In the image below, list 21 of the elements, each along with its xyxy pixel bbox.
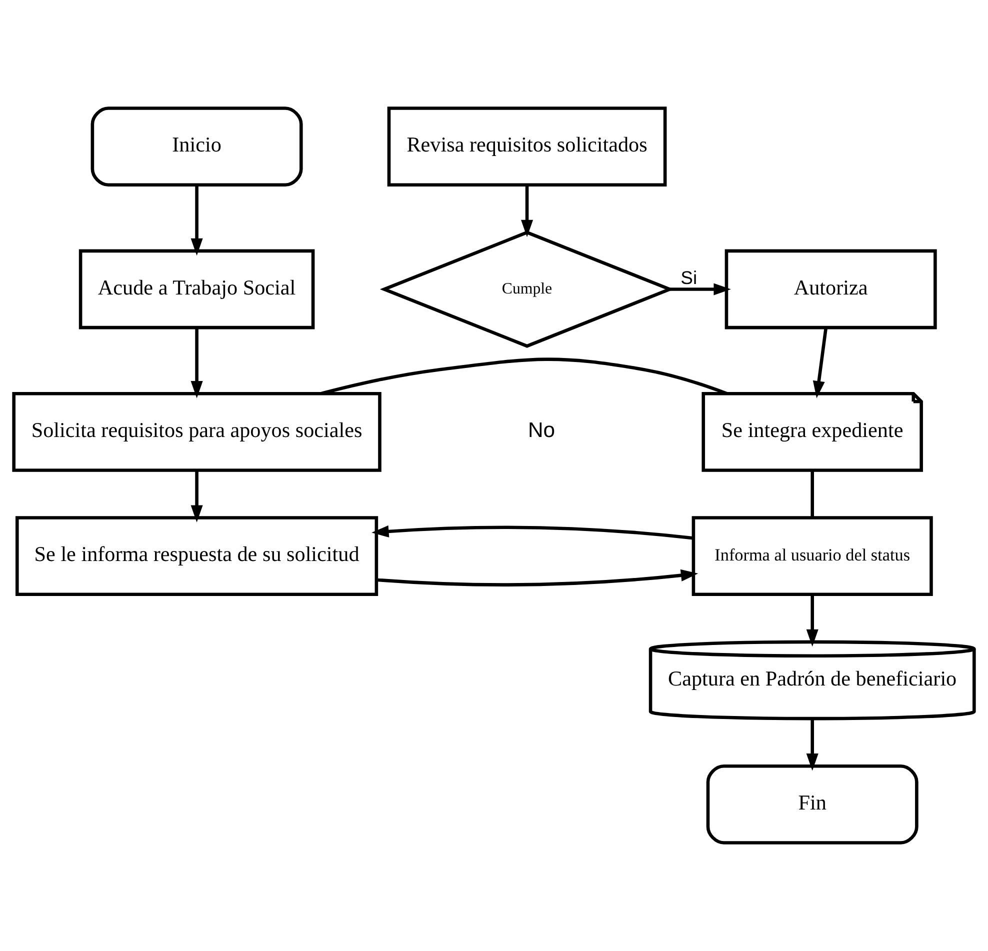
connector [810, 470, 814, 518]
arrow [372, 525, 694, 540]
node-box: Fin [706, 764, 918, 844]
edge-label: Si [680, 267, 698, 288]
arrow [806, 594, 818, 647]
arrow [670, 283, 731, 296]
arrow [190, 185, 203, 256]
node-box: Revisa requisitos solicitados [387, 106, 667, 187]
node-box: Inicio [90, 106, 303, 187]
arrow [190, 328, 203, 398]
node-box: Informa al usuario del status [692, 516, 933, 596]
arrow [806, 718, 818, 771]
arrow [376, 569, 698, 586]
arrow [521, 185, 534, 238]
arrow [812, 328, 828, 398]
arrow [190, 470, 203, 522]
node-box: Autoriza [724, 249, 937, 330]
label: No [528, 418, 556, 442]
node-box: Solicita requisitos para apoyos sociales [12, 392, 382, 472]
node-box: Acude a Trabajo Social [78, 249, 315, 330]
node-box: Se le informa respuesta de su solicitud [16, 516, 378, 596]
